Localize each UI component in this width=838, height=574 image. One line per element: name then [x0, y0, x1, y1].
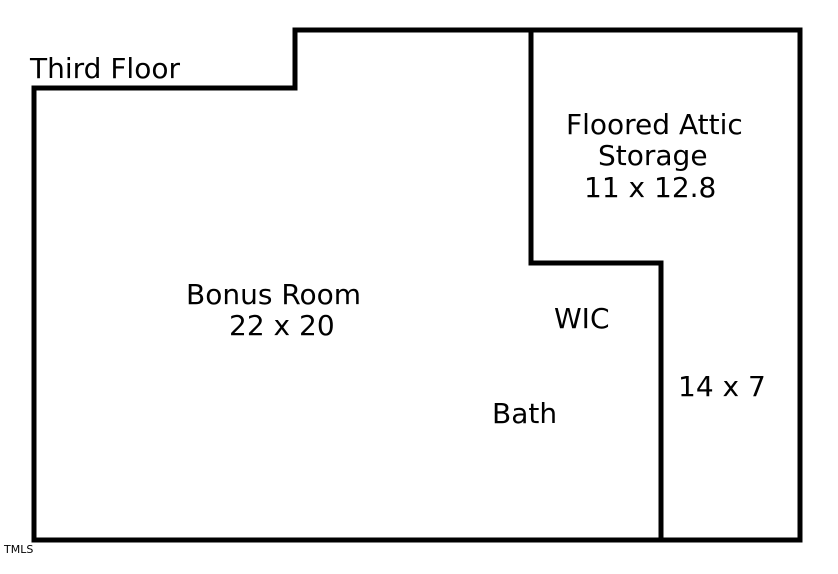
bath-label: Bath	[492, 397, 557, 430]
attic-name-line1: Floored Attic	[566, 108, 743, 141]
outer-wall	[31, 27, 803, 543]
attic-name-line2: Storage	[598, 139, 708, 172]
attic-divider-wall	[528, 27, 664, 543]
floor-label: Third Floor	[29, 52, 180, 85]
attic-size: 11 x 12.8	[584, 171, 716, 204]
attic-lower-size: 14 x 7	[678, 370, 766, 403]
watermark: TMLS	[3, 543, 33, 556]
bonus-room-size: 22 x 20	[229, 309, 335, 342]
bonus-room-name: Bonus Room	[186, 278, 361, 311]
wic-label: WIC	[554, 302, 610, 335]
